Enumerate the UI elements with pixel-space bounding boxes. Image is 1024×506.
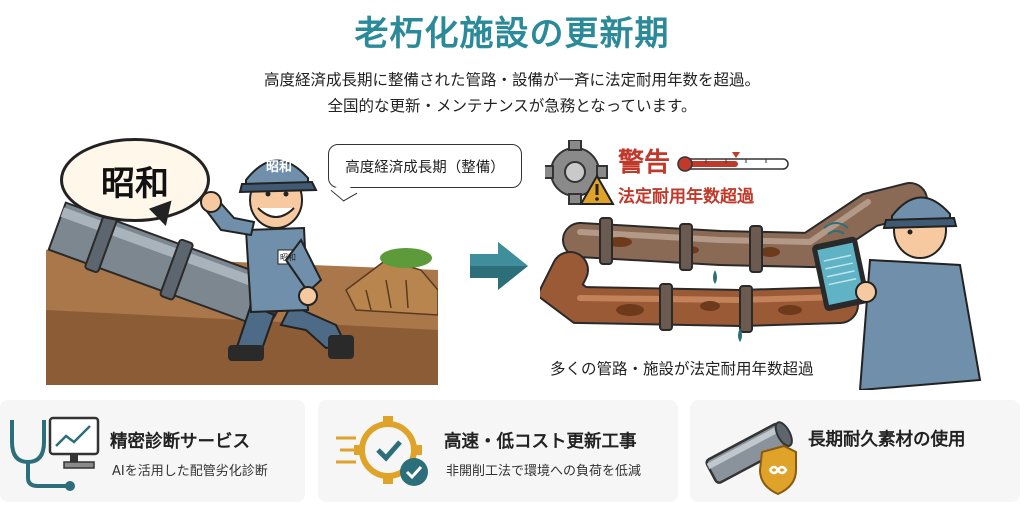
rusted-pipe-inspection-illustration: [540, 182, 982, 390]
warning-subtitle: 法定耐用年数超過: [618, 187, 754, 207]
pipe-shield-icon: [705, 421, 797, 496]
page-title: 老朽化施設の更新期: [354, 14, 670, 54]
gear-check-icon: [336, 416, 428, 486]
cap-label: 昭和: [266, 160, 293, 175]
card-title-diagnosis: 精密診断サービス: [110, 432, 250, 452]
card-subtitle-diagnosis: AIを活用した配管劣化診断: [112, 464, 268, 479]
arrow-right-icon: [470, 242, 528, 290]
showa-worker-illustration: [46, 159, 438, 385]
stethoscope-monitor-icon: [10, 416, 100, 491]
description-line-1: 高度経済成長期に整備された管路・設備が一斉に法定耐用年数を超過。: [263, 71, 760, 89]
speech-bubble: 高度経済成長期（整備）: [328, 144, 522, 188]
card-material: 長期耐久素材の使用: [690, 400, 1020, 502]
card-title-renewal: 高速・低コスト更新工事: [444, 432, 637, 452]
badge-label: 昭和: [280, 253, 296, 262]
card-subtitle-renewal: 非開削工法で環境への負荷を低減: [446, 464, 642, 479]
showa-era-bubble: 昭和: [60, 138, 210, 222]
card-diagnosis: 精密診断サービス AIを活用した配管劣化診断: [0, 400, 305, 502]
thermometer-gauge: [677, 152, 789, 172]
right-caption: 多くの管路・施設が法定耐用年数超過: [546, 357, 818, 379]
description-line-2: 全国的な更新・メンテナンスが急務となっています。: [327, 97, 697, 115]
card-title-material: 長期耐久素材の使用: [808, 430, 966, 450]
card-renewal: 高速・低コスト更新工事 非開削工法で環境への負荷を低減: [318, 400, 678, 502]
warning-title: 警告: [618, 148, 671, 178]
gear-warning-icon: [545, 140, 615, 205]
